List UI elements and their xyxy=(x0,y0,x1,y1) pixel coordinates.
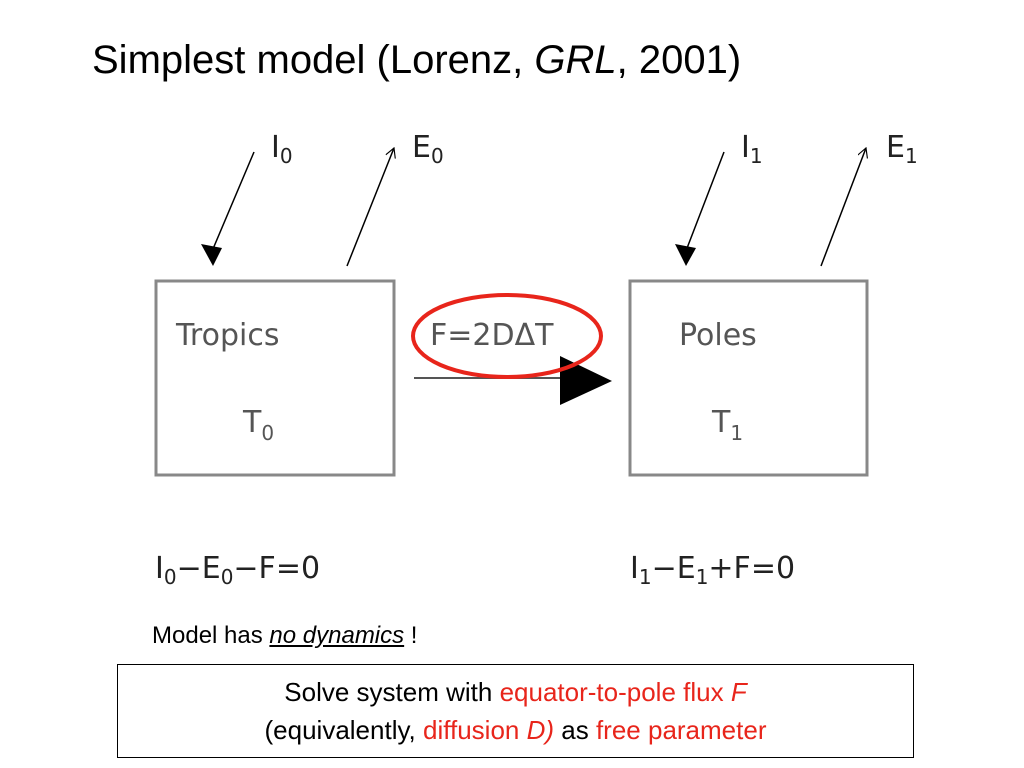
outgoing-arrow-tropics xyxy=(346,148,394,267)
tropics-temp: T0 xyxy=(242,405,274,445)
poles-temp: T1 xyxy=(711,405,743,445)
note-suffix: ! xyxy=(404,622,418,649)
flux-arrow xyxy=(414,356,612,405)
incoming-arrow-tropics xyxy=(201,151,255,266)
callout-line-2: (equivalently, diffusion D) as free para… xyxy=(118,711,913,749)
title-tail: , 2001) xyxy=(616,38,742,82)
flux-label: F=2DΔT xyxy=(430,318,554,353)
callout-highlight-diffusion: diffusion xyxy=(423,715,527,745)
callout-line-1: Solve system with equator-to-pole flux F xyxy=(118,673,913,711)
callout-highlight-d: D) xyxy=(526,715,555,745)
dynamics-note: Model has no dynamics ! xyxy=(152,620,417,652)
note-prefix: Model has xyxy=(152,622,270,649)
incoming-label-poles: I1 xyxy=(741,130,763,168)
poles-label: Poles xyxy=(679,318,757,353)
slide-title: Simplest model (Lorenz, GRL, 2001) xyxy=(92,36,741,84)
callout-highlight-f: F xyxy=(730,677,747,707)
equation-poles: I1−E1+F=0 xyxy=(630,551,795,589)
outgoing-label-poles: E1 xyxy=(886,130,918,168)
note-emphasis: no dynamics xyxy=(269,622,405,649)
tropics-label: Tropics xyxy=(175,318,279,353)
title-journal: GRL xyxy=(534,38,617,82)
tropics-box: Tropics T0 xyxy=(154,279,396,477)
callout-text: (equivalently, xyxy=(264,715,423,745)
callout-box: Solve system with equator-to-pole flux F… xyxy=(117,664,914,758)
callout-text: Solve system with xyxy=(284,677,500,707)
callout-text: as xyxy=(554,715,596,745)
outgoing-label-tropics: E0 xyxy=(412,130,444,168)
title-main: Simplest model (Lorenz, xyxy=(92,38,535,82)
outgoing-arrow-poles xyxy=(820,148,866,267)
incoming-label-tropics: I0 xyxy=(271,130,293,168)
poles-box: Poles T1 xyxy=(628,279,869,477)
incoming-arrow-poles xyxy=(675,151,725,266)
callout-highlight-flux: equator-to-pole flux xyxy=(499,677,731,707)
equation-tropics: I0−E0−F=0 xyxy=(155,551,320,589)
flux-highlight-ellipse xyxy=(411,293,603,379)
callout-highlight-free-parameter: free parameter xyxy=(595,715,767,745)
